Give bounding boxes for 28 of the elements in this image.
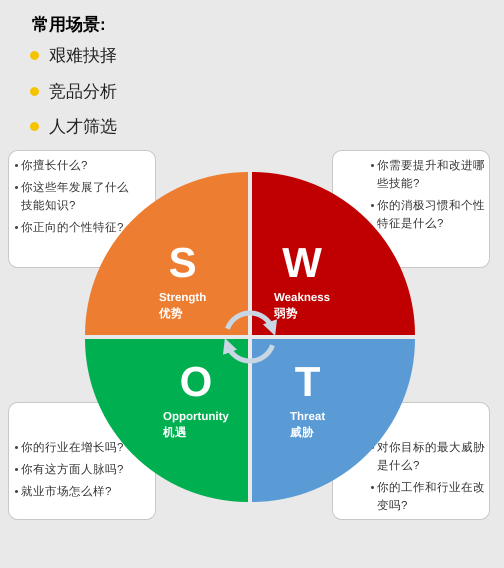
question-text: 你的行业在增长吗? (21, 440, 124, 456)
quadrant-letter: T (294, 359, 320, 405)
scenario-item: 艰难抉择 (49, 45, 117, 67)
question-text: 你的工作和行业在改变吗? (377, 480, 486, 514)
quadrant-label: 机遇 (163, 425, 187, 441)
cycle-arrow (225, 310, 276, 336)
quadrant-letter: O (180, 359, 212, 405)
quadrant-label: Threat (290, 410, 326, 425)
question-text: 你正向的个性特征? (21, 220, 124, 236)
scenario-item: 竞品分析 (49, 80, 117, 102)
scenario-item: 人才筛选 (49, 116, 117, 138)
question-text: 就业市场怎么样? (21, 484, 112, 500)
question-text: 你的消极习惯和个性特征是什么? (377, 198, 486, 232)
quadrant-letter: S (168, 240, 197, 286)
quadrant-label: Weakness (274, 291, 330, 306)
quadrant-label: 弱势 (274, 306, 298, 322)
question-text: 你需要提升和改进哪些技能? (377, 158, 486, 192)
question-text: 你擅长什么? (21, 158, 88, 174)
quadrant-label: 优势 (159, 306, 183, 322)
quadrant-label: Opportunity (163, 410, 229, 425)
question-text: 你有这方面人脉吗? (21, 462, 124, 478)
quadrant-letter: W (282, 240, 322, 286)
question-text: 对你目标的最大威胁是什么? (377, 440, 486, 474)
question-text: 你这些年发展了什么技能知识? (21, 180, 130, 214)
quadrant-label: 威胁 (290, 425, 314, 441)
title: 常用场景: (32, 14, 106, 36)
cycle-arrow (224, 338, 275, 364)
quadrant-label: Strength (159, 291, 206, 306)
